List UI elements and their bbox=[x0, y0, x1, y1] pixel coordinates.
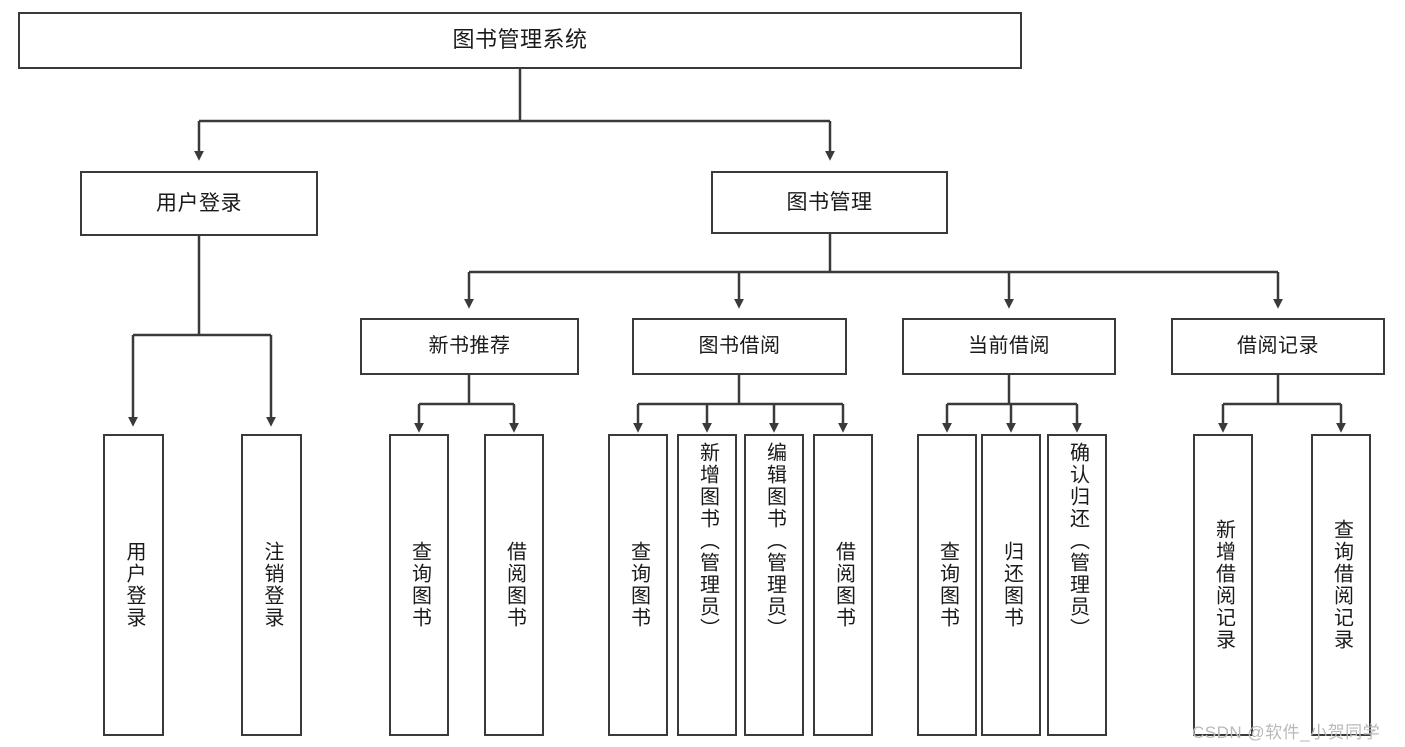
node-borrow-record[interactable]: 借阅记录 bbox=[1171, 318, 1385, 375]
leaf-user-logout[interactable]: 注销登录 bbox=[241, 434, 302, 736]
leaf-confirm-return[interactable]: 确认归还（管理员） bbox=[1047, 434, 1107, 736]
node-label: 注销登录 bbox=[261, 541, 283, 629]
node-label: 归还图书 bbox=[1000, 541, 1023, 629]
node-label: 借阅图书 bbox=[503, 541, 526, 629]
node-book-borrow[interactable]: 图书借阅 bbox=[632, 318, 847, 375]
leaf-query-book-2[interactable]: 查询图书 bbox=[608, 434, 668, 736]
csdn-watermark: CSDN @软件_小贺同学 bbox=[1192, 723, 1381, 742]
node-label: 查询图书 bbox=[936, 541, 959, 629]
leaf-edit-book[interactable]: 编辑图书（管理员） bbox=[744, 434, 804, 736]
node-label: 图书借阅 bbox=[698, 335, 781, 358]
node-label: 借阅记录 bbox=[1237, 335, 1319, 358]
node-label: 查询图书 bbox=[627, 541, 650, 629]
leaf-query-book-3[interactable]: 查询图书 bbox=[917, 434, 977, 736]
leaf-add-book[interactable]: 新增图书（管理员） bbox=[677, 434, 737, 736]
node-label: 当前借阅 bbox=[968, 335, 1050, 358]
node-label: 新书推荐 bbox=[428, 335, 511, 358]
node-label: 图书管理 bbox=[786, 190, 873, 214]
leaf-borrow-book-1[interactable]: 借阅图书 bbox=[484, 434, 544, 736]
node-label: 编辑图书（管理员） bbox=[763, 442, 786, 640]
node-root-system[interactable]: 图书管理系统 bbox=[18, 12, 1022, 69]
node-label: 用户登录 bbox=[123, 541, 145, 629]
leaf-user-login[interactable]: 用户登录 bbox=[103, 434, 164, 736]
node-label: 查询借阅记录 bbox=[1330, 519, 1353, 651]
node-book-manage[interactable]: 图书管理 bbox=[711, 171, 948, 234]
leaf-return-book[interactable]: 归还图书 bbox=[981, 434, 1041, 736]
node-current-borrow[interactable]: 当前借阅 bbox=[902, 318, 1116, 375]
node-label: 用户登录 bbox=[156, 191, 242, 215]
node-label: 新增借阅记录 bbox=[1212, 519, 1235, 651]
leaf-query-book-1[interactable]: 查询图书 bbox=[389, 434, 449, 736]
node-label: 查询图书 bbox=[408, 541, 431, 629]
node-user-login[interactable]: 用户登录 bbox=[80, 171, 318, 236]
node-label: 借阅图书 bbox=[832, 541, 855, 629]
leaf-add-record[interactable]: 新增借阅记录 bbox=[1193, 434, 1253, 736]
node-label: 确认归还（管理员） bbox=[1066, 442, 1089, 640]
leaf-query-record[interactable]: 查询借阅记录 bbox=[1311, 434, 1371, 736]
node-label: 新增图书（管理员） bbox=[696, 442, 719, 640]
node-label: 图书管理系统 bbox=[452, 27, 588, 53]
node-new-book-recommend[interactable]: 新书推荐 bbox=[360, 318, 579, 375]
leaf-borrow-book-2[interactable]: 借阅图书 bbox=[813, 434, 873, 736]
